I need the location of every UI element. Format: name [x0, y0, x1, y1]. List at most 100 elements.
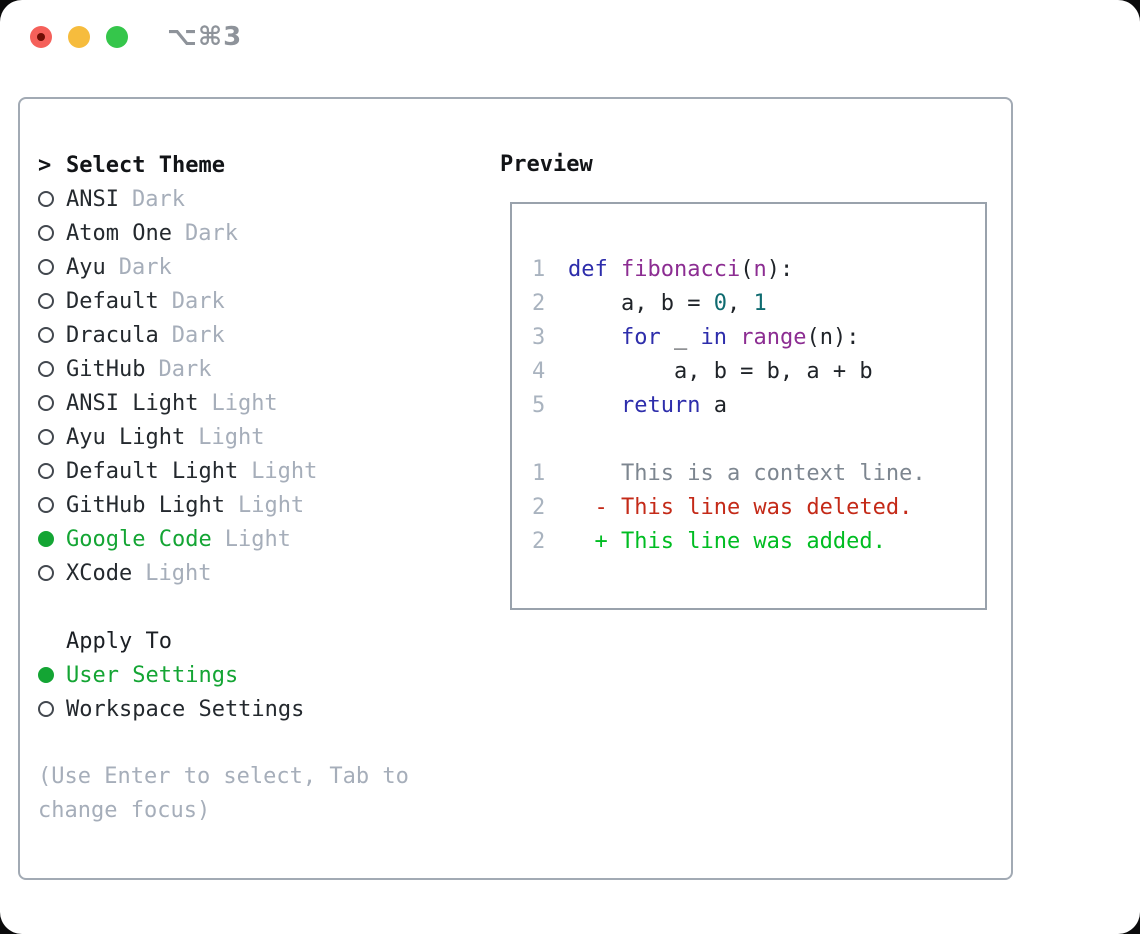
line-content: + This line was added. [568, 525, 886, 559]
code-segment-number: 1 [753, 291, 767, 316]
code-segment-plain: a, b = [568, 291, 714, 316]
code-segment-plain: ( [740, 257, 754, 282]
item-variant: Dark [131, 186, 185, 212]
item-name: Workspace Settings [66, 696, 305, 722]
close-button[interactable] [30, 26, 52, 48]
line-number: 2 [532, 291, 546, 316]
code-segment-plain: ): [766, 257, 794, 282]
radio-icon [38, 259, 54, 275]
zoom-button[interactable] [106, 26, 128, 48]
line-number: 5 [532, 393, 546, 418]
code-segment-title: fibonacci [621, 257, 741, 282]
preview-line: 3 for _ in range(n): [532, 321, 985, 355]
preview-code: 1 def fibonacci(n): 2 a, b = 0, 1 3 for … [532, 253, 985, 559]
preview-line: 1 def fibonacci(n): [532, 253, 985, 287]
radio-marker [38, 488, 66, 522]
radio-marker [38, 182, 66, 216]
code-segment-keyword: for [620, 325, 661, 350]
theme-list: ANSI Dark Atom One Dark Ayu Dark Default… [38, 182, 478, 590]
theme-item[interactable]: GitHub Light Light [38, 488, 478, 522]
line-content: return a [568, 389, 727, 423]
radio-marker [38, 216, 66, 250]
code-segment-number: 0 [713, 291, 727, 316]
radio-marker [38, 692, 66, 726]
preview-line: 4 a, b = b, a + b [532, 355, 985, 389]
theme-item[interactable]: Atom One Dark [38, 216, 478, 250]
window-title: ⌥⌘3 [167, 22, 243, 52]
theme-item[interactable]: Default Dark [38, 284, 478, 318]
radio-icon [38, 361, 54, 377]
radio-icon [38, 497, 54, 513]
item-name: Dracula [66, 322, 159, 348]
apply-to-list: User Settings Workspace Settings [38, 658, 478, 726]
item-variant: Light [211, 390, 278, 416]
radio-icon [38, 191, 54, 207]
select-theme-header: > Select Theme [38, 148, 478, 182]
theme-item[interactable]: Ayu Light Light [38, 420, 478, 454]
apply-to-spacer [38, 624, 66, 658]
item-name: Google Code [66, 526, 212, 552]
code-segment-keyword: in [700, 325, 727, 350]
radio-icon [38, 565, 54, 581]
code-segment-plain [568, 325, 621, 350]
code-segment-deleted: - This line was deleted. [568, 495, 913, 520]
radio-icon [38, 701, 54, 717]
item-variant: Dark [171, 288, 225, 314]
preview-line: 1 This is a context line. [532, 457, 985, 491]
item-variant: Light [198, 424, 265, 450]
focus-caret-icon: > [38, 152, 52, 178]
item-name: Ayu Light [66, 424, 186, 450]
apply-to-header: Apply To [38, 624, 478, 658]
radio-icon [38, 327, 54, 343]
item-variant: Light [251, 458, 318, 484]
line-content: a, b = 0, 1 [568, 287, 767, 321]
radio-icon [38, 463, 54, 479]
code-segment-plain: , [726, 291, 754, 316]
theme-item[interactable]: ANSI Dark [38, 182, 478, 216]
radio-icon [38, 395, 54, 411]
code-segment-added: + This line was added. [568, 529, 886, 554]
preview-line: 2 - This line was deleted. [532, 491, 985, 525]
theme-item[interactable]: Google Code Light [38, 522, 478, 556]
code-segment-keyword: return [620, 393, 701, 418]
radio-marker [38, 454, 66, 488]
radio-icon [38, 225, 54, 241]
line-content: - This line was deleted. [568, 491, 912, 525]
theme-item[interactable]: ANSI Light Light [38, 386, 478, 420]
line-number: 3 [532, 325, 546, 350]
code-segment-plain [608, 257, 621, 282]
radio-marker [38, 386, 66, 420]
line-number: 2 [532, 495, 546, 520]
settings-panel: > Select Theme ANSI Dark Atom One Dark A… [18, 97, 1013, 880]
item-name: Atom One [66, 220, 172, 246]
theme-item[interactable]: Dracula Dark [38, 318, 478, 352]
line-number [532, 423, 545, 457]
radio-marker [38, 658, 66, 692]
radio-marker [38, 250, 66, 284]
title-bar: ⌥⌘3 [0, 0, 1140, 70]
select-theme-label: Select Theme [66, 152, 225, 178]
line-content: This is a context line. [568, 457, 926, 491]
apply-to-item[interactable]: Workspace Settings [38, 692, 478, 726]
item-name: ANSI Light [66, 390, 199, 416]
line-number: 1 [532, 257, 546, 282]
code-segment-context: This is a context line. [568, 461, 926, 486]
minimize-button[interactable] [68, 26, 90, 48]
theme-item[interactable]: Default Light Light [38, 454, 478, 488]
theme-item[interactable]: XCode Light [38, 556, 478, 590]
radio-marker [38, 284, 66, 318]
radio-marker [38, 522, 66, 556]
code-segment-plain [727, 325, 740, 350]
code-segment-plain: a, b = b, a + b [568, 359, 873, 384]
theme-item[interactable]: GitHub Dark [38, 352, 478, 386]
radio-icon [38, 531, 54, 547]
item-variant: Dark [158, 356, 212, 382]
line-number: 1 [532, 461, 546, 486]
item-name: User Settings [66, 662, 239, 688]
item-name: GitHub Light [66, 492, 225, 518]
line-content: def fibonacci(n): [568, 253, 793, 287]
theme-item[interactable]: Ayu Dark [38, 250, 478, 284]
apply-to-item[interactable]: User Settings [38, 658, 478, 692]
preview-header: Preview [500, 152, 593, 177]
item-name: Default Light [66, 458, 239, 484]
